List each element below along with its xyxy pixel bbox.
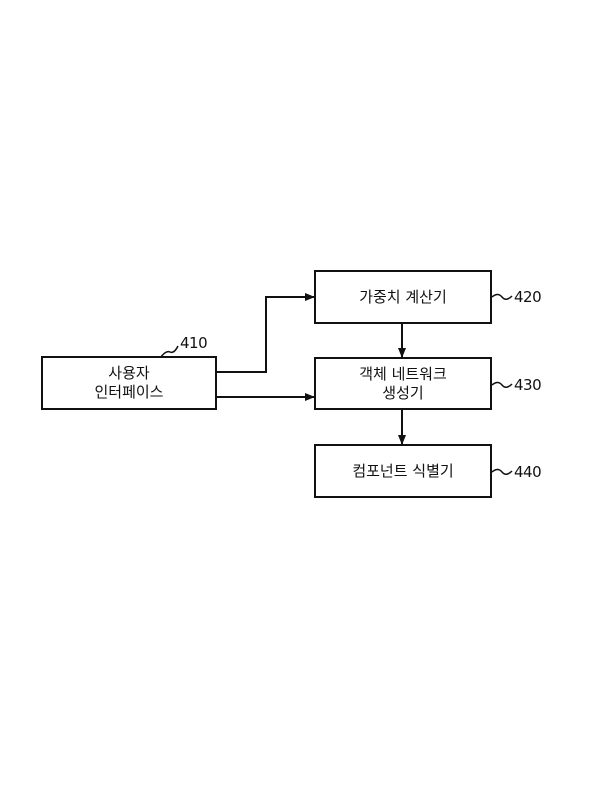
- user-interface-label-line2: 인터페이스: [94, 383, 164, 401]
- leader-line-420: [491, 293, 513, 300]
- user-interface-label-line1: 사용자: [108, 364, 150, 382]
- ref-numeral-440: 440: [514, 463, 542, 481]
- leader-line-430: [491, 381, 513, 388]
- network-generator-label-line2: 생성기: [382, 383, 424, 402]
- ref-numeral-420: 420: [514, 288, 542, 306]
- object-network-generator-block: 객체 네트워크 생성기: [314, 357, 492, 410]
- weight-calculator-block: 가중치 계산기: [314, 270, 492, 324]
- component-identifier-block: 컴포넌트 식별기: [314, 444, 492, 498]
- arrow-ui-to-weight-calculator: [217, 293, 315, 373]
- network-generator-label-line1: 객체 네트워크: [359, 364, 447, 383]
- component-identifier-label: 컴포넌트 식별기: [352, 461, 454, 480]
- ref-numeral-430: 430: [514, 376, 542, 394]
- weight-calculator-label: 가중치 계산기: [359, 287, 447, 306]
- leader-line-410: [159, 345, 179, 359]
- ref-numeral-410: 410: [180, 334, 208, 352]
- leader-line-440: [491, 468, 513, 475]
- user-interface-block: 사용자 인터페이스: [41, 356, 217, 410]
